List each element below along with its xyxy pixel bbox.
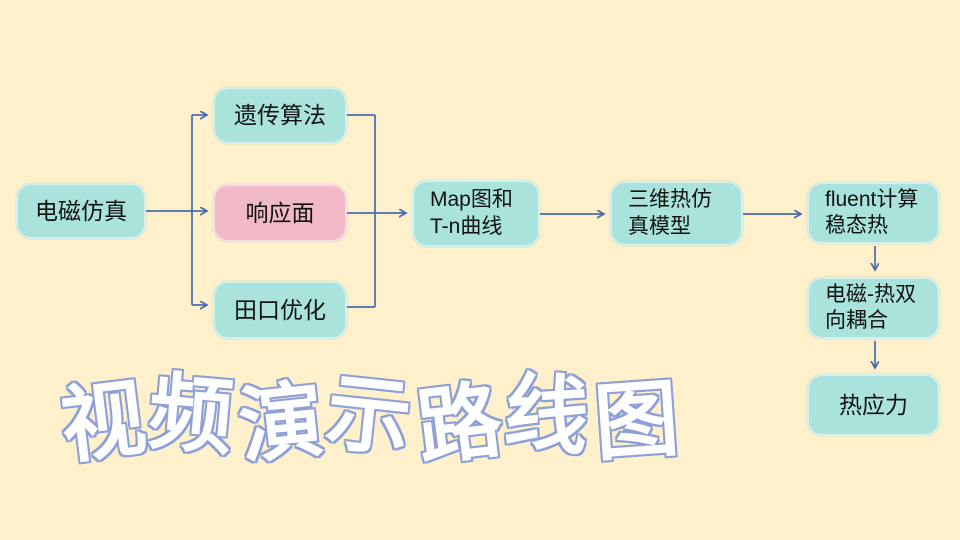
page-title: 视频演示路线图 [55,364,687,476]
connector-em-branch [146,115,207,305]
node-em-simulation: 电磁仿真 [16,183,146,239]
node-taguchi-optimization: 田口优化 [213,281,347,339]
node-fluent-steady-thermal: fluent计算 稳态热 [807,182,940,244]
node-em-thermal-coupling: 电磁-热双 向耦合 [807,277,940,339]
node-thermal-3d-model: 三维热仿 真模型 [610,181,743,246]
connector-merge-to-map [347,114,406,308]
node-map-tn-curve: Map图和 T-n曲线 [412,180,540,247]
node-response-surface: 响应面 [213,184,347,242]
node-thermal-stress: 热应力 [807,374,940,436]
node-genetic-algorithm: 遗传算法 [213,87,347,144]
